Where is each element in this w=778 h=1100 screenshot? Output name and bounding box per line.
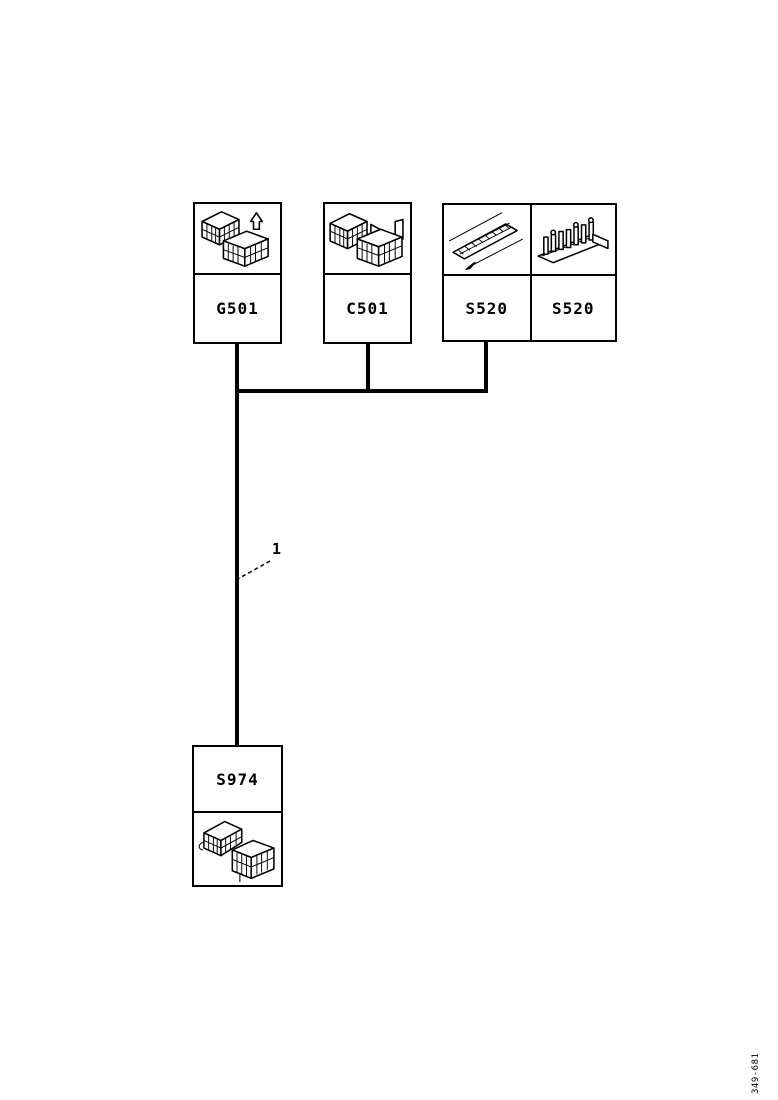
busbar-s520-icon <box>449 211 524 270</box>
connector-box-g501: G501 <box>193 202 282 344</box>
connector-g501-icon <box>201 211 269 267</box>
comb-s520-icon <box>537 216 609 263</box>
wire-bus-horizontal <box>235 389 488 393</box>
connector-col-s520-right: S520 <box>529 205 615 340</box>
wire-number-label: 1 <box>272 540 282 558</box>
connector-s974-image-cell <box>194 813 281 885</box>
connector-label-c501: C501 <box>346 299 389 318</box>
wire-drop-s520 <box>484 342 488 393</box>
dashed-leader-line <box>235 560 271 581</box>
doc-number: 349-681 <box>751 1052 761 1094</box>
connector-box-s520-pair: S520 S520 <box>442 203 617 342</box>
connector-c501-image-cell <box>325 204 410 275</box>
connector-col-s520-left: S520 <box>444 205 530 340</box>
connector-label-g501: G501 <box>216 299 259 318</box>
connector-s974-icon <box>198 820 275 883</box>
busbar-s520-image-cell <box>444 205 530 276</box>
wire-trunk-g501-to-s974 <box>235 344 239 745</box>
connector-g501-image-cell <box>195 204 280 275</box>
connector-box-c501: C501 <box>323 202 412 344</box>
connector-box-s974: S974 <box>192 745 283 887</box>
connector-label-s520-left: S520 <box>465 298 509 318</box>
connector-label-s520-right: S520 <box>551 298 595 318</box>
wire-drop-c501 <box>366 344 370 393</box>
comb-s520-image-cell <box>531 205 615 276</box>
connector-c501-icon <box>329 212 404 267</box>
connector-label-s974: S974 <box>194 747 281 813</box>
